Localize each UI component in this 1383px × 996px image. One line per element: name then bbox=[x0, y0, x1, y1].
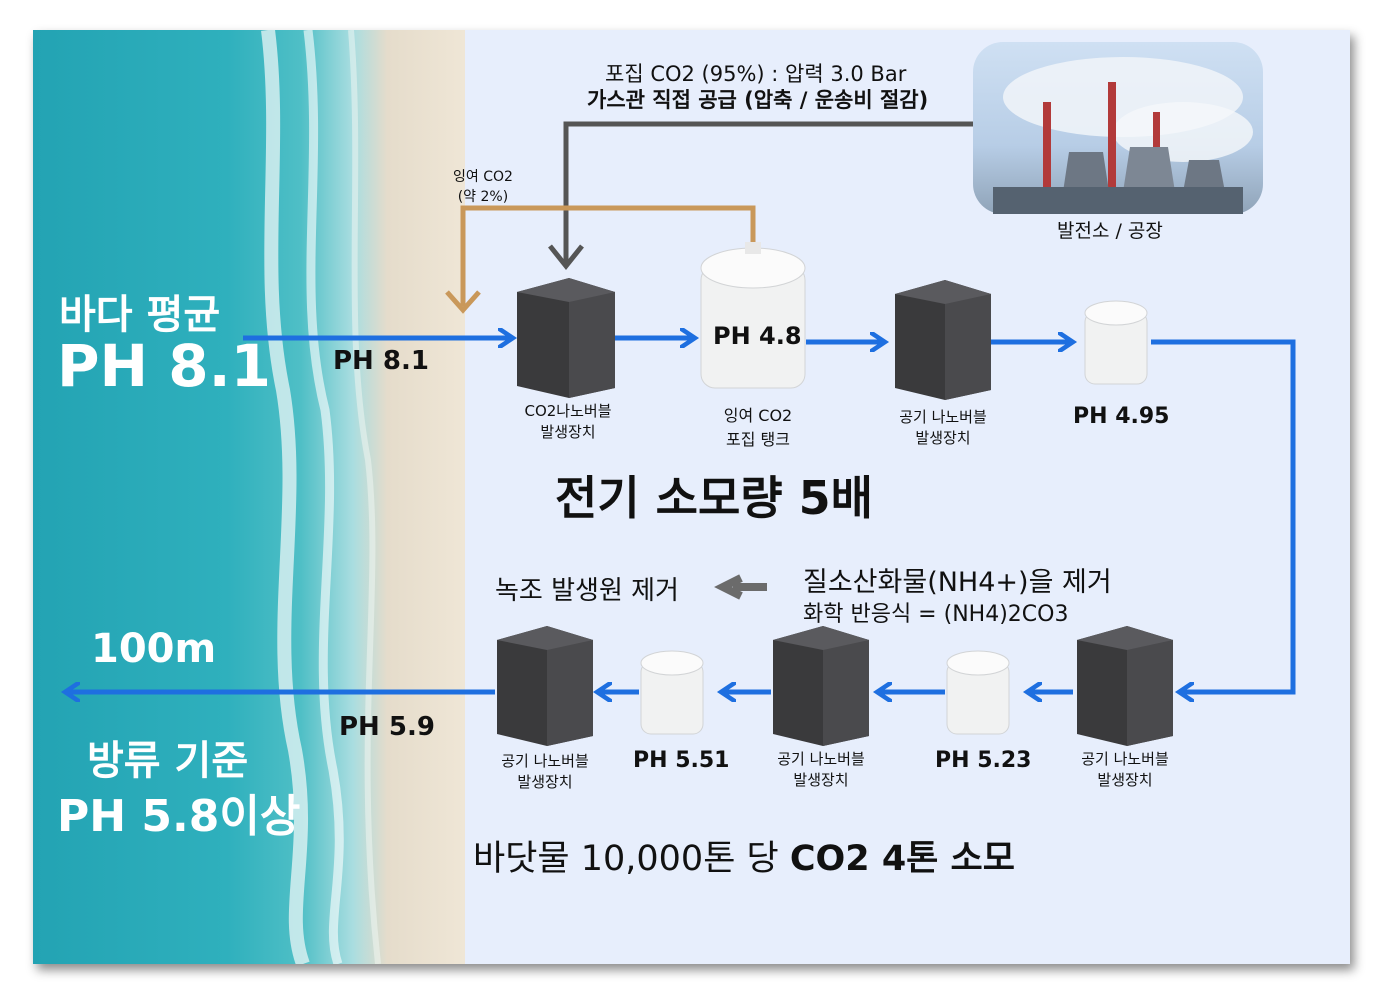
surplus-co2-label: 잉여 CO2(약 2%) bbox=[453, 169, 513, 205]
co2-supply-arrowhead bbox=[548, 244, 584, 271]
co2-supply-line bbox=[563, 121, 973, 263]
tank-4-ph: PH 5.51 bbox=[633, 748, 730, 773]
algae-removal-label: 녹조 발생원 제거 bbox=[495, 576, 679, 606]
flow-arrows bbox=[33, 121, 1296, 746]
algae-arrow bbox=[714, 574, 767, 600]
sea-avg-ph: PH 8.1 bbox=[57, 332, 271, 400]
sea-photo bbox=[33, 30, 465, 964]
sea-avg-title: 바다 평균 bbox=[59, 292, 221, 338]
factory-silhouette bbox=[993, 57, 1253, 214]
nanobubble-device-1 bbox=[517, 278, 615, 398]
discharge-title: 방류 기준 bbox=[87, 738, 249, 784]
supply-line-2: 가스관 직접 공급 (압축 / 운송비 절감) bbox=[587, 88, 929, 112]
water-tank-4 bbox=[640, 650, 704, 735]
water-tank-3 bbox=[946, 650, 1010, 735]
outlet-ph: PH 5.9 bbox=[339, 712, 435, 742]
tank-2-ph: PH 4.95 bbox=[1073, 404, 1170, 429]
surplus-arrowhead bbox=[445, 290, 481, 314]
nh4-removal-title: 질소산화물(NH4+)을 제거 bbox=[803, 567, 1112, 598]
flow-return bbox=[1151, 339, 1296, 692]
tank-1-ph: PH 4.8 bbox=[713, 322, 802, 350]
power-plant-label: 발전소 / 공장 bbox=[1057, 220, 1163, 242]
co2-consumption-note: 바닷물 10,000톤 당 CO2 4톤 소모 bbox=[473, 839, 1015, 879]
nanobubble-device-2 bbox=[895, 280, 991, 400]
distance-label: 100m bbox=[91, 626, 217, 672]
tank-3-ph: PH 5.23 bbox=[935, 748, 1032, 773]
discharge-ph: PH 5.8이상 bbox=[57, 791, 301, 842]
supply-line-1: 포집 CO2 (95%) : 압력 3.0 Bar bbox=[605, 62, 907, 86]
nanobubble-device-4 bbox=[773, 626, 869, 746]
water-tank-2 bbox=[1084, 300, 1148, 385]
power-consumption-note: 전기 소모량 5배 bbox=[555, 471, 873, 525]
nanobubble-device-5 bbox=[497, 626, 593, 746]
diagram-panel: 바다 평균 PH 8.1 100m 방류 기준 PH 5.8이상 포집 CO2 … bbox=[33, 30, 1350, 964]
surplus-co2-line bbox=[460, 205, 756, 306]
power-plant-image bbox=[973, 42, 1263, 214]
co2-capture-tank bbox=[700, 242, 806, 389]
wave-foam bbox=[261, 30, 381, 964]
inlet-ph: PH 8.1 bbox=[333, 346, 429, 376]
chemical-formula: 화학 반응식 = (NH4)2CO3 bbox=[803, 602, 1069, 627]
nanobubble-device-3 bbox=[1077, 626, 1173, 746]
